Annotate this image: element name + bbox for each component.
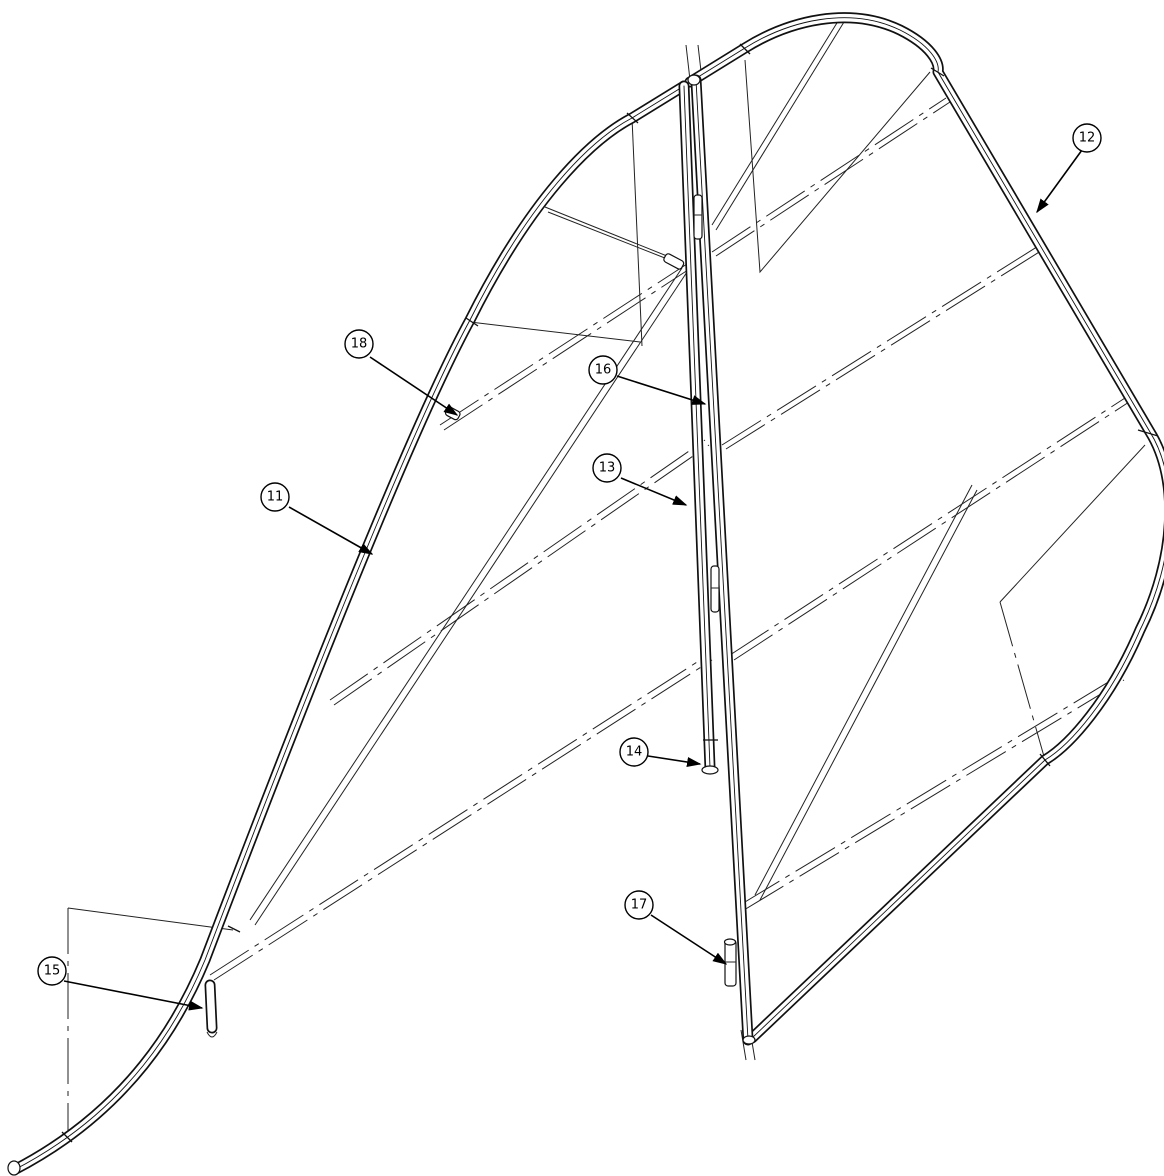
frame-part-11: [7, 80, 690, 1176]
balloon-17-label: 17: [631, 898, 648, 913]
balloon-13-label: 13: [599, 461, 616, 476]
balloon-13: 13: [592, 453, 622, 483]
balloon-17: 17: [624, 890, 654, 920]
balloon-11-label: 11: [267, 490, 284, 505]
construction-lines: [67, 17, 1146, 1140]
balloon-18-label: 18: [351, 337, 368, 352]
balloon-16-label: 16: [595, 363, 612, 378]
hinge-blocks: [444, 194, 737, 987]
balloon-15: 15: [37, 956, 67, 986]
hinge-post-13: [678, 80, 719, 775]
frame-part-12: [684, 12, 1164, 1044]
leader-lines: [63, 149, 1083, 1011]
balloon-15-label: 15: [44, 964, 61, 979]
balloon-12-label: 12: [1079, 131, 1096, 146]
balloon-16: 16: [588, 355, 618, 385]
balloon-11: 11: [260, 482, 290, 512]
balloon-14-label: 14: [626, 745, 643, 760]
balloon-14: 14: [619, 737, 649, 767]
balloon-18: 18: [344, 329, 374, 359]
hinge-post-16: [687, 74, 756, 1046]
balloon-12: 12: [1072, 123, 1102, 153]
